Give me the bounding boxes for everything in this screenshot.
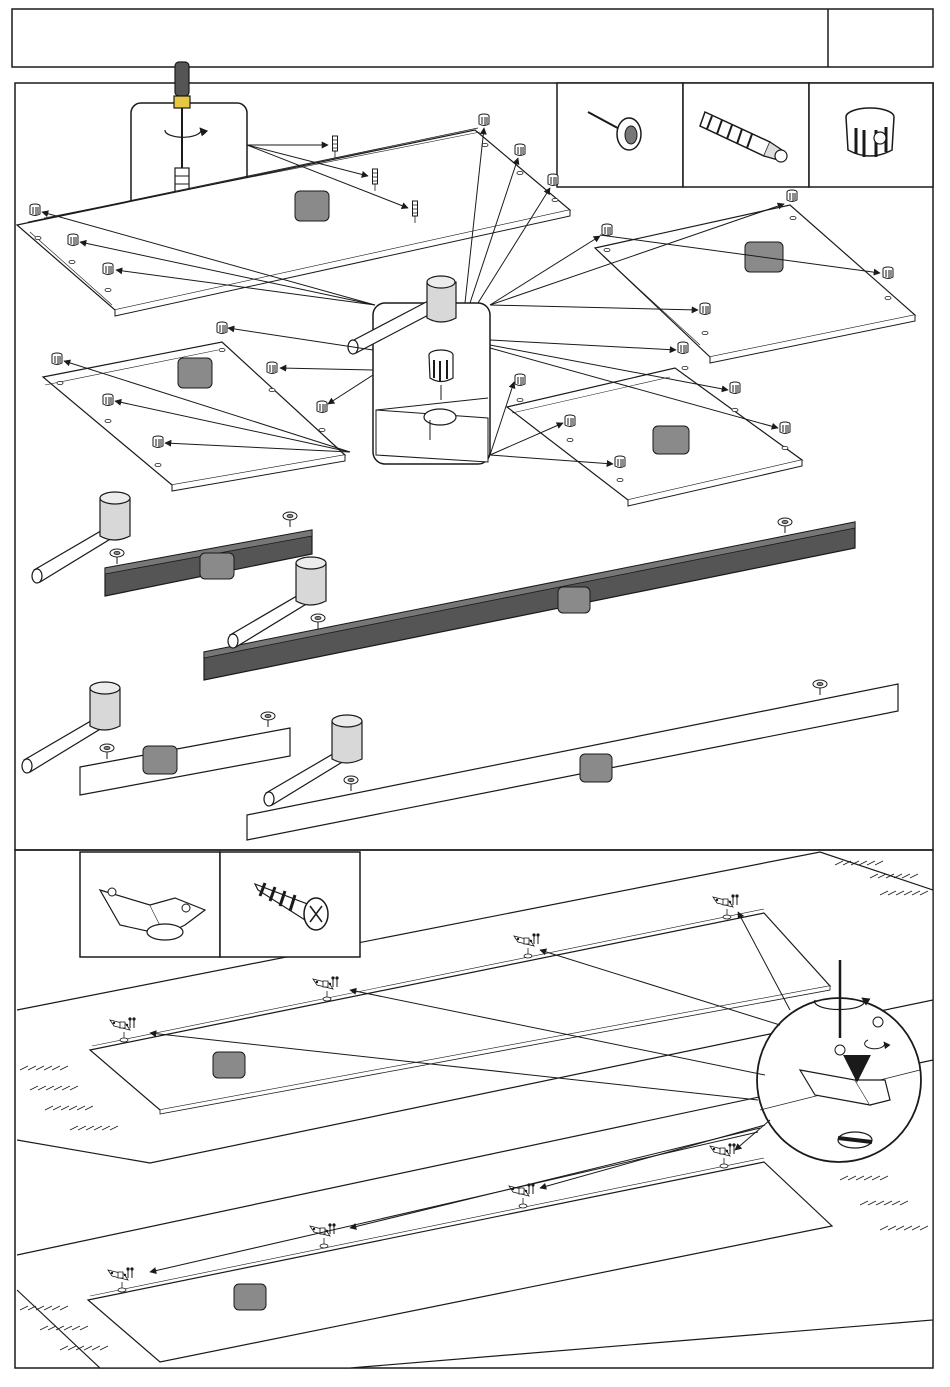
part-label-mid-left-panel bbox=[178, 358, 212, 388]
hardware-box-hinge bbox=[80, 852, 220, 957]
part-label-mid-right-panel bbox=[653, 426, 689, 454]
part-label-top-left-panel bbox=[295, 191, 329, 221]
part-label-long-dark-beam bbox=[558, 587, 590, 613]
part-label-door-lower bbox=[234, 1284, 266, 1310]
rail-short-white bbox=[80, 728, 290, 795]
header-bar bbox=[12, 9, 933, 67]
hardware-box-dowel bbox=[683, 83, 809, 187]
part-label-door-upper bbox=[213, 1052, 245, 1078]
cam-lock-nut-icon bbox=[846, 108, 894, 157]
part-label-short-dark-beam bbox=[200, 553, 234, 579]
hardware-box-screw bbox=[220, 852, 360, 957]
part-label-long-white-rail bbox=[580, 754, 612, 782]
hardware-box-cam-bolt bbox=[557, 83, 683, 187]
part-label-short-white-rail bbox=[143, 746, 177, 774]
panel-top-right bbox=[595, 205, 915, 363]
hardware-box-cam-lock bbox=[809, 83, 933, 187]
